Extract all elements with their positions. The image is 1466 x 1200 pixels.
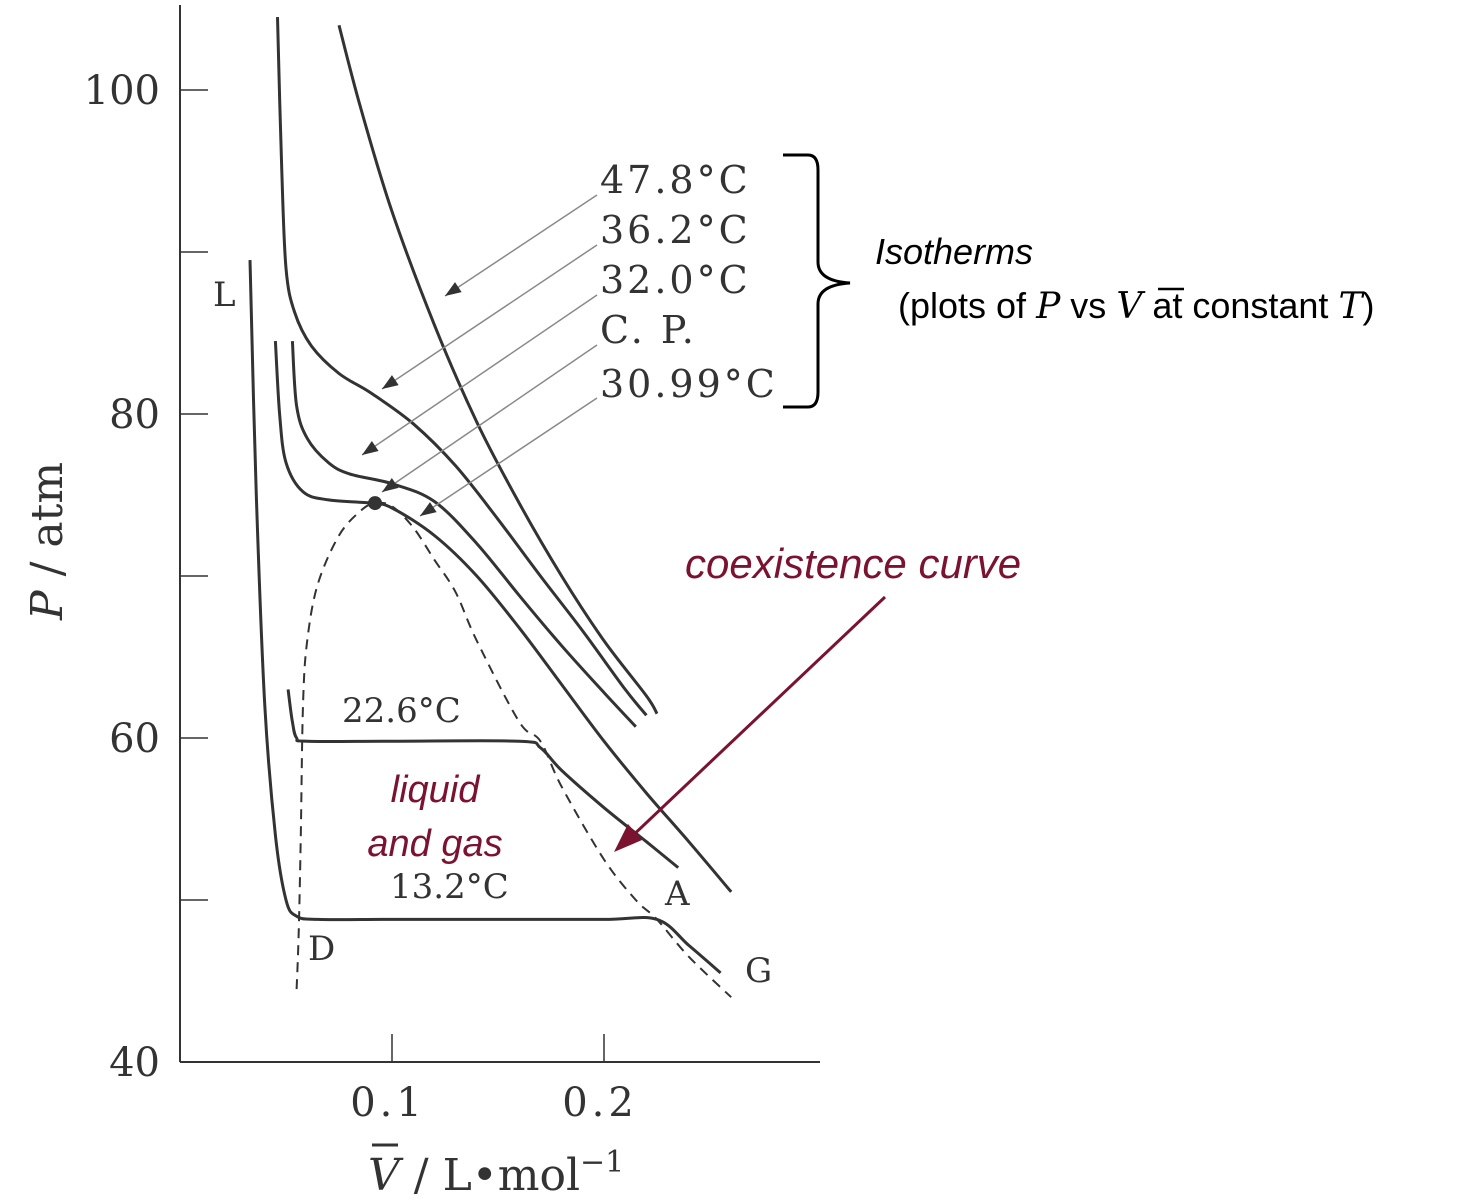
legend-47-8: 47.8°C [600,158,751,202]
desc-V: V [1116,286,1146,327]
coexistence-arrowhead [614,824,642,852]
x-axis-exp: −1 [580,1145,624,1180]
legend-36-2: 36.2°C [600,208,751,252]
legend-pointer-4 [419,397,598,517]
x-tick-label-1: 0.2 [562,1080,638,1126]
desc-mid2: at constant [1142,285,1338,326]
desc-mid: vs [1060,285,1116,326]
region-label-liquid: liquid [391,769,482,811]
isotherm-22-6-c [286,689,680,869]
point-label-D: D [308,929,335,969]
desc-suffix: ) [1362,285,1374,326]
point-label-G: G [745,951,772,991]
isotherms-title: Isotherms [875,231,1033,272]
isotherms-description: (plots of P vs V at constant T) [898,285,1374,327]
coexistence-curve-line [295,501,732,998]
tick-layer: 40 60 80 100 0.1 0.2 [84,68,638,1126]
critical-point-marker [368,496,383,511]
legend-pointer-arrowhead-3 [382,478,399,492]
x-axis-dot: • [472,1150,498,1200]
legend-pointer-arrowhead-2 [362,441,379,455]
x-tick-label-0: 0.1 [350,1080,426,1126]
legend-32-0: 32.0°C [600,258,751,302]
legend-pointer-3 [381,344,598,493]
point-label-A: A [664,874,690,914]
desc-prefix: (plots of [898,285,1036,326]
y-axis-unit: / atm [22,462,73,590]
legend-pointer-0 [444,194,598,297]
y-tick-label-100: 100 [84,68,160,114]
isotherm-47-8-c [337,24,659,715]
label-13-2: 13.2°C [390,867,509,907]
y-tick-label-80: 80 [109,392,160,438]
y-axis-label: P / atm [22,462,73,621]
isotherm-legend: 47.8°C 36.2°C 32.0°C C. P. 30.99°C [600,158,778,406]
legend-pointer-2 [361,294,598,456]
coexistence-arrow [626,595,887,842]
legend-pointer-arrowhead-1 [382,375,399,389]
x-axis-unit2: mol [498,1150,580,1200]
y-tick-label-60: 60 [109,716,160,762]
region-label-and-gas: and gas [367,823,502,865]
legend-pointer-arrowhead-0 [445,282,462,296]
x-axis-label: V / L•mol−1 [368,1145,624,1200]
x-axis-unit: / L [400,1150,472,1200]
desc-T: T [1338,286,1365,327]
legend-30-99: 30.99°C [600,362,778,406]
y-tick-label-40: 40 [109,1040,160,1086]
x-axis-var: V [368,1150,404,1200]
axes [179,5,820,1063]
isotherm-36-2-c [276,17,648,717]
isotherm-30-99-c [273,341,733,893]
curve-layer [248,17,733,998]
legend-cp: C. P. [600,308,697,352]
legend-pointer-arrowhead-4 [420,502,437,516]
desc-P: P [1035,286,1061,327]
isotherm-bracket [783,153,851,409]
legend-pointer-1 [381,244,598,390]
label-22-6: 22.6°C [342,691,461,731]
coexistence-label: coexistence curve [685,540,1021,587]
isotherm-13-2-c [248,260,722,975]
y-axis-var: P [22,589,73,621]
isotherm-32-0-c [290,341,637,728]
point-label-L: L [213,275,236,315]
